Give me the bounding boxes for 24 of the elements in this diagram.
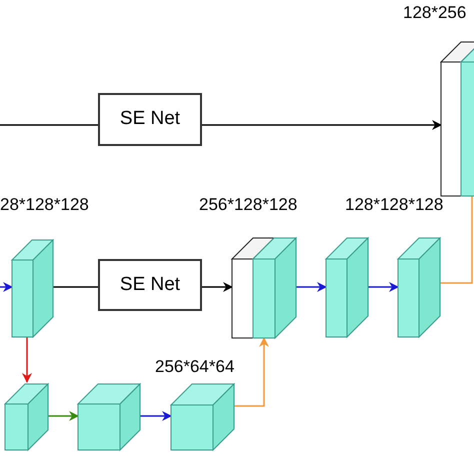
arrow <box>48 411 79 421</box>
arrow <box>202 282 233 292</box>
dimension-label: 256*64*64 <box>155 358 234 375</box>
process-box: SE Net <box>98 93 202 146</box>
arrow <box>22 337 32 383</box>
arrow <box>0 282 13 292</box>
arrow <box>368 282 399 292</box>
dimension-label: 128*256 <box>403 4 466 21</box>
dimension-label: 128*128*128 <box>345 196 444 213</box>
arrow <box>234 337 269 407</box>
concatenated-feature-block <box>441 42 474 196</box>
arrow <box>296 282 327 292</box>
process-box: SE Net <box>98 259 202 311</box>
feature-map-cube <box>326 238 368 337</box>
arrow <box>140 411 172 421</box>
arrow <box>202 120 442 130</box>
feature-map-cube <box>398 238 440 337</box>
feature-map-cube <box>171 384 234 450</box>
feature-map-cube <box>5 384 48 450</box>
feature-map-cube <box>78 384 140 450</box>
dimension-label: 28*128*128 <box>0 196 89 213</box>
dimension-label: 256*128*128 <box>199 196 298 213</box>
feature-map-cube <box>12 240 53 337</box>
concatenated-feature-block <box>232 238 296 338</box>
